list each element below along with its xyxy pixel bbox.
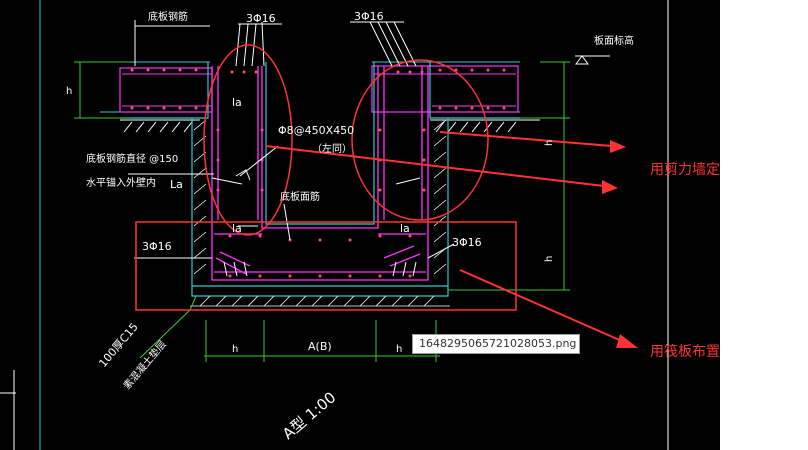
h-right-top-label: h [544, 140, 555, 146]
shear-wall-annotation: 用剪力墙定 [650, 162, 720, 178]
dimension-lines [74, 61, 570, 362]
ld-right-label: la [400, 222, 410, 235]
dim-h-left-label: h [232, 344, 238, 355]
rebar-top-left-label: 3Φ16 [246, 12, 276, 25]
stirrup-spec-label: Φ8@450X450 [278, 124, 354, 137]
hook-marks [211, 169, 421, 277]
bottom-plate-rebar-label: 底板钢筋 [148, 10, 188, 23]
slab-top-elev-label: 板面标高 [594, 34, 634, 47]
rebar-bottom-left-label: 3Φ16 [142, 240, 172, 253]
dim-h-right-label: h [396, 344, 402, 355]
right-wall-ellipse [351, 59, 489, 221]
horizontal-anchor-label: 水平锚入外壁内 [86, 176, 156, 189]
rebar-bottom-right-label: 3Φ16 [452, 236, 482, 249]
ld-left-label: la [232, 222, 242, 235]
h-right-mid-label: h [544, 256, 555, 262]
raft-highlight-rect [135, 221, 517, 311]
wall-hatch [190, 119, 450, 307]
bottom-plate-dia-label: 底板钢筋直径 @150 [86, 152, 178, 165]
h-left-label: h [66, 86, 72, 97]
dim-center-label: A(B) [308, 340, 332, 353]
la-left-label: la [232, 96, 242, 109]
raft-layout-annotation: 用筏板布置 [650, 343, 720, 360]
rebar-dots [130, 68, 506, 278]
pit-walls [120, 62, 520, 297]
rebar-top-right-label: 3Φ16 [354, 10, 384, 23]
bottom-face-rebar-label: 底板面筋 [280, 190, 320, 203]
left-wall-ellipse [203, 44, 293, 236]
cad-canvas[interactable] [0, 0, 720, 450]
slab-layers-right [371, 61, 520, 113]
red-annotations [135, 44, 517, 311]
red-arrows [265, 131, 638, 348]
la-anchor-label: La [170, 178, 183, 191]
right-margin [720, 0, 808, 450]
rebar-paths [211, 66, 429, 281]
filename-tooltip: 1648295065721028053.png [412, 334, 580, 354]
leader-lines [128, 20, 610, 259]
stirrup-same-label: （左同） [312, 142, 352, 155]
